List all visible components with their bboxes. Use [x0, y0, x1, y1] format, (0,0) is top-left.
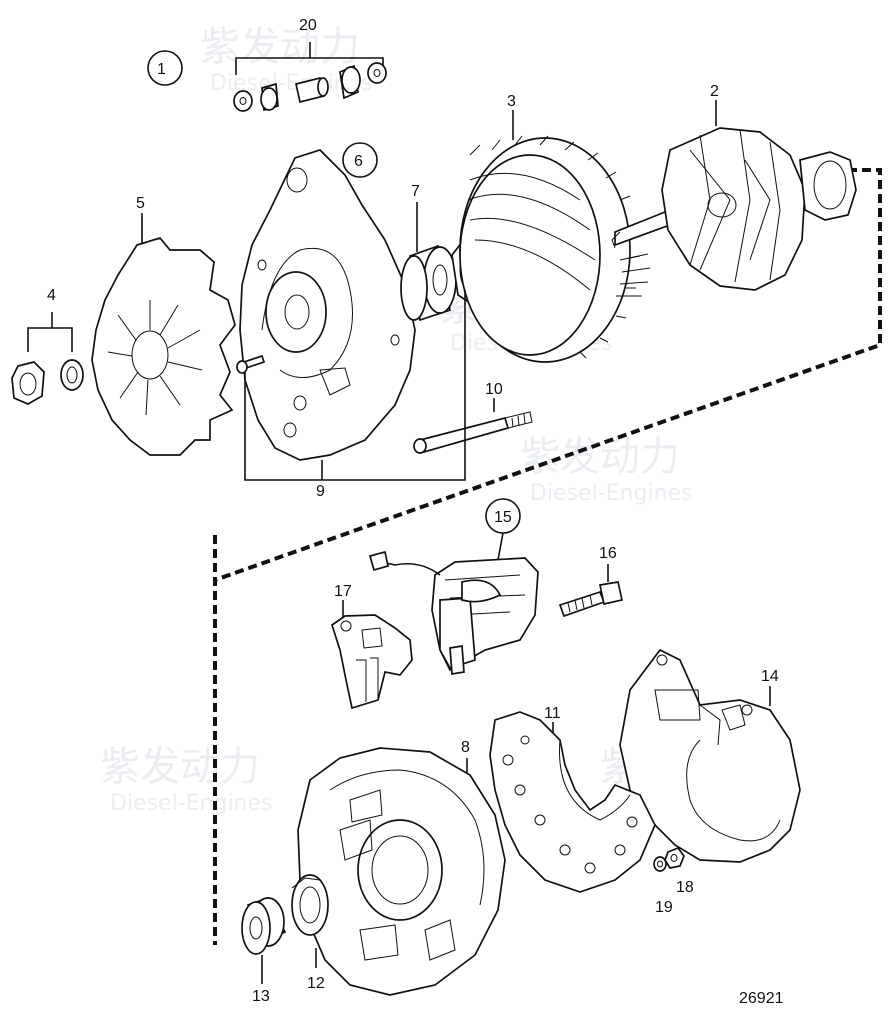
- part-12-ring: [291, 874, 329, 968]
- callout-label-10: 10: [485, 381, 503, 398]
- watermark-cn: 紫发动力: [520, 434, 680, 480]
- part-10-bolt: [413, 398, 533, 454]
- callout-label-15: 15: [494, 509, 512, 526]
- callout-label-13: 13: [252, 988, 270, 1005]
- callout-label-14: 14: [761, 668, 779, 685]
- watermark-cn: 紫发动力: [200, 24, 360, 70]
- part-17-brush-holder: [330, 600, 413, 710]
- callout-labels: 1 2 3 4 5 6 7 8 9 10 11 12 13 14 15 16 1…: [47, 17, 784, 1007]
- callout-label-16: 16: [599, 545, 617, 562]
- part-15-regulator: [368, 498, 539, 675]
- part-11-rectifier: [489, 711, 656, 893]
- watermark-cn: 紫发动力: [100, 744, 260, 790]
- frame-dashed-line-upper: [214, 168, 882, 582]
- drawing-number: 26921: [739, 990, 784, 1007]
- callout-label-19: 19: [655, 899, 673, 916]
- callout-label-20: 20: [299, 17, 317, 34]
- watermark-en: Diesel-Engines: [530, 481, 693, 506]
- callout-label-2: 2: [710, 83, 719, 100]
- part-2-rotor: [611, 100, 857, 291]
- part-20-pins: [233, 42, 387, 112]
- part-7-bearing: [400, 202, 457, 322]
- callout-label-4: 4: [47, 287, 56, 304]
- callout-label-8: 8: [461, 739, 470, 756]
- part-8-end-shield: [297, 747, 506, 996]
- part-4-nut-washer: [11, 312, 84, 405]
- part-18-19-nut-washer: [653, 846, 685, 872]
- part-9-screw: [236, 290, 466, 481]
- part-14-cover: [619, 648, 801, 863]
- part-16-screw: [558, 564, 624, 618]
- callout-label-18: 18: [676, 879, 694, 896]
- part-13-bearing: [241, 896, 287, 984]
- callout-label-7: 7: [411, 183, 420, 200]
- callout-1: [147, 50, 183, 86]
- callout-label-9: 9: [316, 483, 325, 500]
- callout-label-5: 5: [136, 195, 145, 212]
- part-5-fan: [91, 213, 236, 456]
- part-6-end-shield: [239, 142, 416, 461]
- callout-label-6: 6: [354, 153, 363, 170]
- callout-label-12: 12: [307, 975, 325, 992]
- part-3-stator: [459, 110, 651, 363]
- callout-label-1: 1: [157, 61, 166, 78]
- callout-label-11: 11: [544, 705, 561, 722]
- callout-label-3: 3: [507, 93, 516, 110]
- callout-label-17: 17: [334, 583, 352, 600]
- watermark-en: Diesel-Engines: [110, 791, 273, 816]
